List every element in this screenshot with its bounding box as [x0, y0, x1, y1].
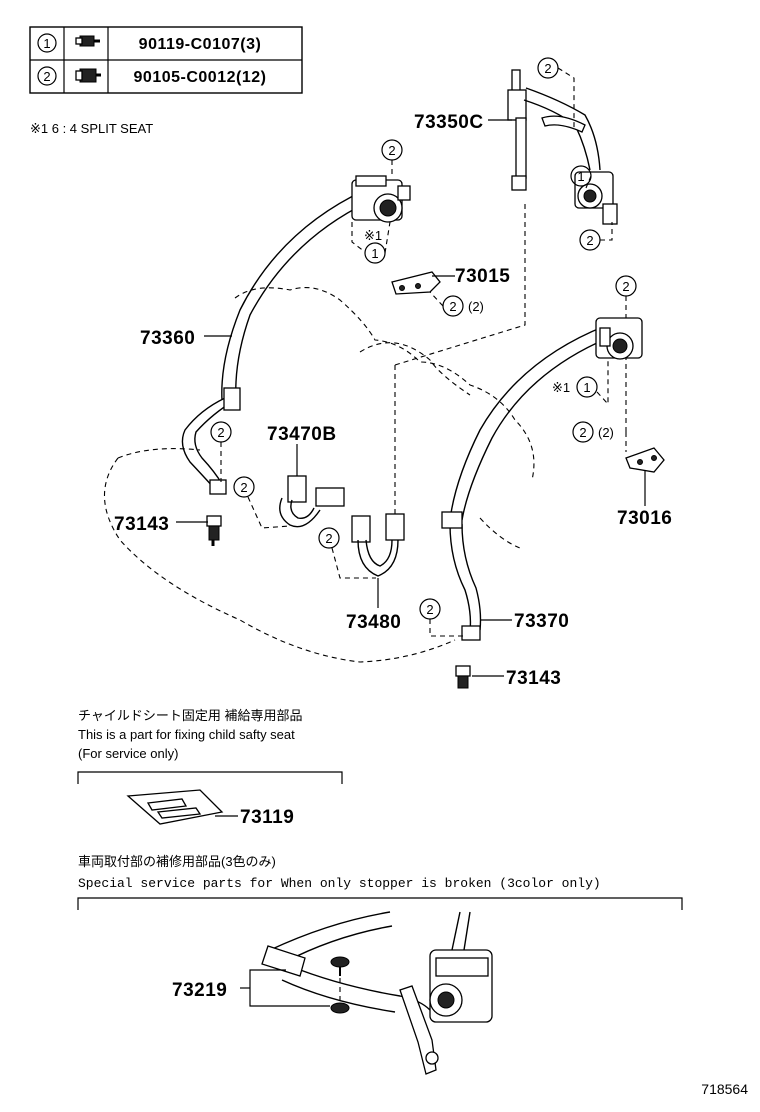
legend-circle-1 — [37, 33, 57, 53]
legend-num-1: 1 — [43, 36, 50, 51]
special-title-jp: 車両取付部の補修用部品(3色のみ) — [78, 854, 276, 869]
part-number-73350c: 73350C — [414, 112, 484, 133]
callout-1: 1 — [577, 169, 584, 184]
belt-guide — [223, 387, 241, 411]
callout-note-1: ※1 — [552, 380, 570, 395]
part-number-73480: 73480 — [346, 612, 401, 633]
legend-circle-2 — [37, 66, 57, 86]
part-number-73370: 73370 — [514, 611, 569, 632]
retractor-center — [574, 171, 618, 225]
figure-id: 718564 — [701, 1081, 748, 1097]
bracket-73015 — [391, 271, 441, 295]
part-number-73119: 73119 — [240, 807, 294, 828]
center-belt-73350c — [507, 69, 618, 225]
anchor-plate — [461, 625, 481, 641]
right-belt-73370 — [441, 317, 643, 641]
stopper-button-bottom — [330, 1002, 350, 1014]
part-number-73015: 73015 — [455, 266, 510, 287]
callout-2: 2 — [217, 425, 224, 440]
part-number-73360: 73360 — [140, 328, 195, 349]
retractor-right — [595, 317, 643, 360]
special-title-en: Special service parts for When only stop… — [78, 876, 601, 891]
legend-part-1: 90119-C0107(3) — [139, 36, 262, 53]
callouts: 2 2 1 2 ※1 1 2 (2) 2 ※1 1 2 (2) 2 — [210, 57, 637, 637]
callout-2: 2 — [586, 233, 593, 248]
split-seat-note: ※1 6 : 4 SPLIT SEAT — [30, 121, 153, 136]
stopper-assembly-illustration — [261, 911, 493, 1075]
anchor-bolt-right — [455, 665, 471, 689]
stopper-button-top — [330, 956, 350, 976]
child-seat-service-note: (For service only) — [78, 746, 178, 761]
child-seat-title-jp: チャイルドシート固定用 補給専用部品 — [78, 708, 302, 723]
callout-2: 2 — [325, 531, 332, 546]
part-number-73143: 73143 — [114, 514, 169, 535]
fastener-legend-table: 1 90119-C0107(3) 2 90105-C0012(12) — [29, 26, 303, 94]
anchor-plate — [209, 479, 227, 495]
child-seat-section: チャイルドシート固定用 補給専用部品 This is a part for fi… — [77, 708, 343, 828]
callout-2: 2 — [579, 425, 586, 440]
part-number-73016: 73016 — [617, 508, 672, 529]
retractor-left — [351, 175, 411, 223]
left-belt-73360 — [181, 175, 411, 495]
callout-qty: (2) — [598, 425, 614, 440]
bolt-icon — [75, 35, 100, 47]
rear-seat-outline — [103, 200, 535, 663]
anchor-plate-73119 — [126, 789, 224, 825]
bolt-icon — [75, 68, 101, 83]
legend-part-2: 90105-C0012(12) — [134, 69, 267, 86]
part-number-73143: 73143 — [506, 668, 561, 689]
callout-1: 1 — [583, 380, 590, 395]
callout-qty: (2) — [468, 299, 484, 314]
part-number-73219: 73219 — [172, 980, 227, 1001]
callout-2: 2 — [240, 480, 247, 495]
callout-2: 2 — [426, 602, 433, 617]
anchor-bolt-left — [206, 515, 222, 546]
bracket-73016 — [625, 447, 665, 473]
callout-2: 2 — [622, 279, 629, 294]
callout-2: 2 — [388, 143, 395, 158]
legend-num-2: 2 — [43, 69, 50, 84]
part-number-73470b: 73470B — [267, 424, 337, 445]
callout-2: 2 — [449, 299, 456, 314]
callout-note-1: ※1 — [364, 228, 382, 243]
special-service-section: 車両取付部の補修用部品(3色のみ) Special service parts … — [77, 854, 683, 1075]
callout-2: 2 — [544, 61, 551, 76]
buckle-73480 — [351, 513, 405, 577]
buckle-73470b — [279, 475, 345, 528]
callout-1: 1 — [371, 246, 378, 261]
retractor-lower — [429, 949, 493, 1023]
belt-guide — [441, 511, 463, 529]
child-seat-title-en: This is a part for fixing child safty se… — [78, 727, 295, 742]
part-labels: 73350C 73015 73360 73470B 73143 73016 73… — [114, 112, 672, 689]
